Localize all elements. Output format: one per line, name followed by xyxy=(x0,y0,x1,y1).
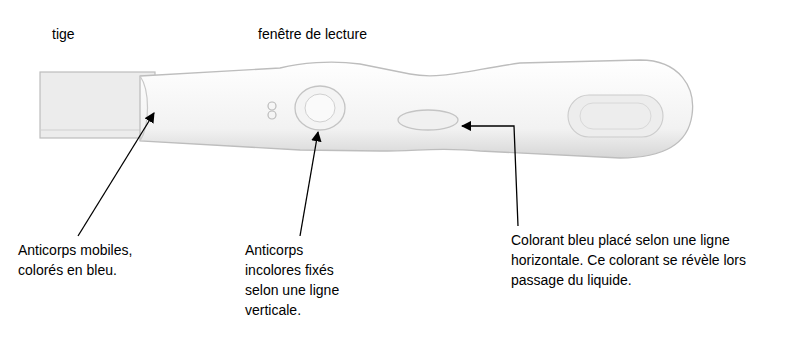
logo-mark xyxy=(268,111,276,119)
leader-line xyxy=(462,126,518,226)
callout-text: Colorant bleu placé selon une ligne hori… xyxy=(511,230,783,290)
test-strip xyxy=(40,72,155,138)
leader-line xyxy=(300,132,318,236)
body-collar xyxy=(140,76,148,141)
callout-text: Anticorps mobiles, colorés en bleu. xyxy=(18,240,158,280)
strip-edge xyxy=(40,130,155,131)
logo-mark xyxy=(268,102,276,110)
part-name: tige xyxy=(52,24,172,44)
callout-text: Anticorps incolores fixés selon une lign… xyxy=(245,240,363,320)
control-window xyxy=(398,110,458,130)
leader-line xyxy=(78,113,154,236)
grip xyxy=(568,95,663,137)
part-name: fenêtre de lecture xyxy=(258,24,438,44)
grip-inner xyxy=(580,103,651,129)
reading-window-inner xyxy=(305,94,335,122)
reading-window xyxy=(295,86,345,130)
test-body xyxy=(140,60,693,158)
